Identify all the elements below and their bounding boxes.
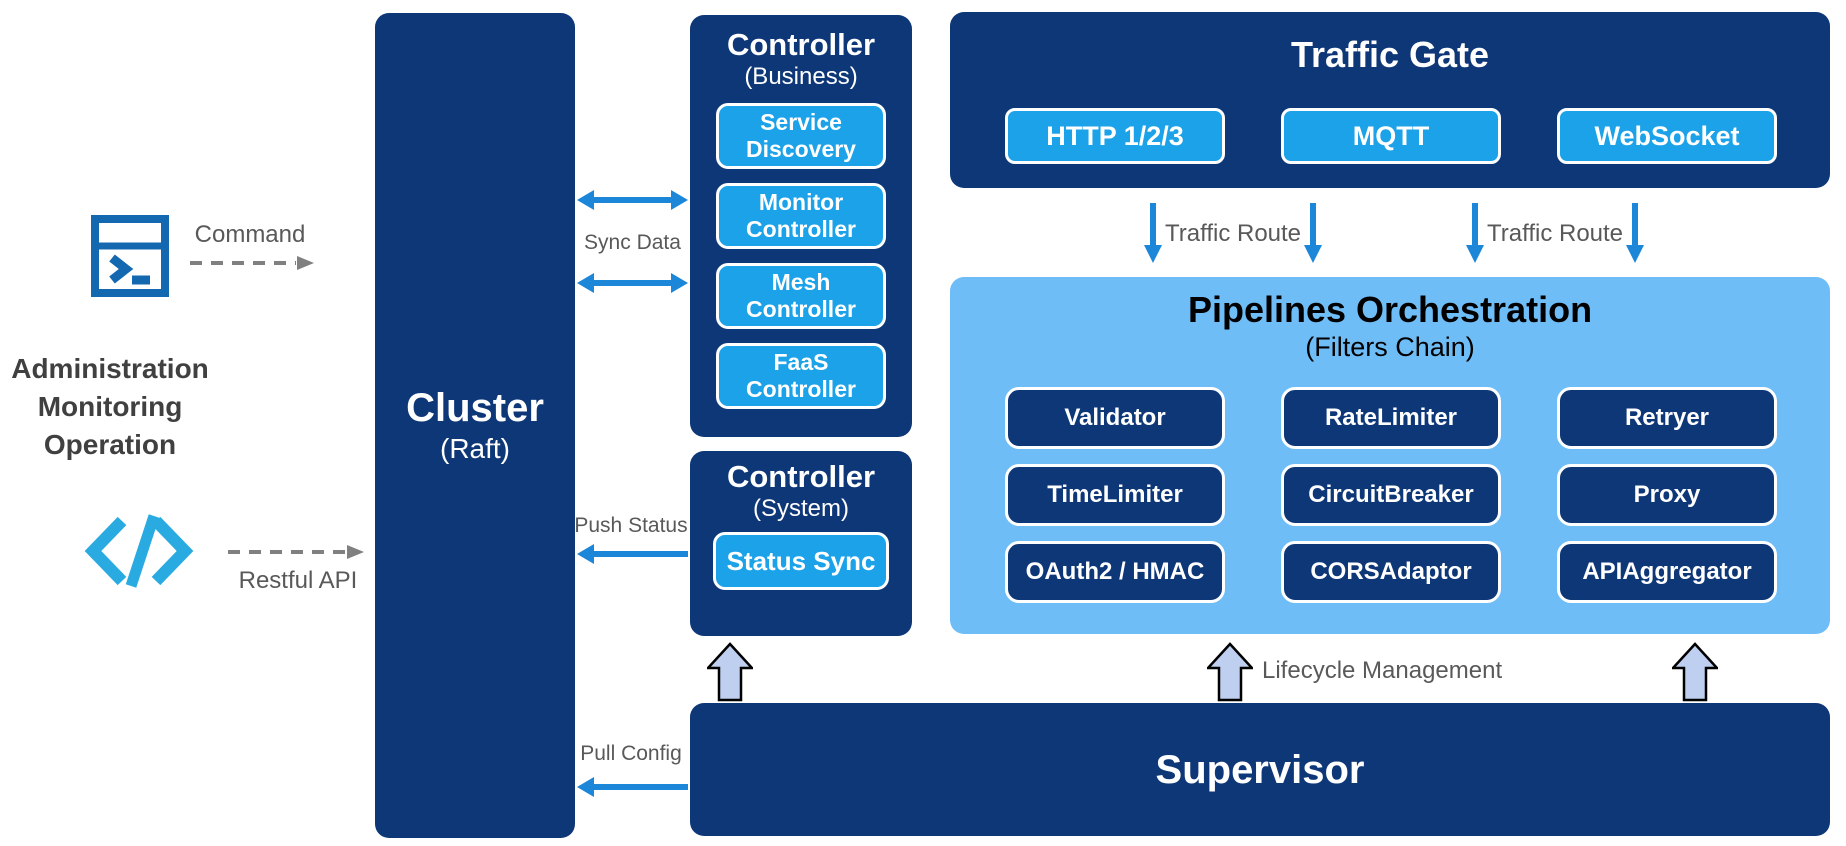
lifecycle-arrow-3 bbox=[1672, 642, 1718, 702]
filter-oauth2-hmac: OAuth2 / HMAC bbox=[1005, 541, 1225, 603]
push-status-label: Push Status bbox=[574, 514, 688, 537]
sync-data-arrow-top bbox=[577, 189, 688, 211]
cluster-title: Cluster bbox=[406, 385, 544, 430]
supervisor-box: Supervisor bbox=[690, 703, 1830, 836]
lifecycle-label: Lifecycle Management bbox=[1262, 657, 1503, 684]
admin-line-3: Operation bbox=[43, 429, 177, 460]
cluster-subtitle: (Raft) bbox=[440, 432, 510, 464]
mesh-controller-chip: Mesh Controller bbox=[716, 263, 886, 329]
filter-circuitbreaker: CircuitBreaker bbox=[1281, 464, 1501, 526]
supervisor-title: Supervisor bbox=[1155, 747, 1365, 792]
filter-proxy: Proxy bbox=[1557, 464, 1777, 526]
cluster-box: Cluster (Raft) bbox=[375, 13, 575, 838]
push-status-arrow bbox=[577, 543, 688, 565]
controller-system-subtitle: (System) bbox=[753, 495, 849, 522]
pipelines-title: Pipelines Orchestration bbox=[1187, 289, 1593, 330]
sync-data-label: Sync Data bbox=[584, 231, 681, 254]
sync-data-arrow-bottom bbox=[577, 272, 688, 294]
filter-timelimiter: TimeLimiter bbox=[1005, 464, 1225, 526]
terminal-icon bbox=[90, 214, 170, 298]
traffic-gate-box: Traffic Gate HTTP 1/2/3 MQTT WebSocket bbox=[950, 12, 1830, 188]
lifecycle-arrow-1 bbox=[707, 642, 753, 702]
controller-business-title: Controller bbox=[726, 27, 876, 62]
controller-system-box: Controller (System) Status Sync bbox=[690, 451, 912, 636]
filter-corsadaptor: CORSAdaptor bbox=[1281, 541, 1501, 603]
traffic-route-label-right: Traffic Route bbox=[1486, 220, 1624, 247]
traffic-route-arrow-4 bbox=[1625, 203, 1645, 263]
filter-ratelimiter: RateLimiter bbox=[1281, 387, 1501, 449]
filter-retryer: Retryer bbox=[1557, 387, 1777, 449]
controller-system-title: Controller bbox=[726, 459, 876, 494]
filter-apiaggregator: APIAggregator bbox=[1557, 541, 1777, 603]
command-label: Command bbox=[194, 221, 306, 248]
restful-api-label: Restful API bbox=[238, 567, 358, 594]
admin-line-1: Administration bbox=[11, 353, 209, 384]
service-discovery-chip: Service Discovery bbox=[716, 103, 886, 169]
protocol-http-chip: HTTP 1/2/3 bbox=[1005, 108, 1225, 164]
faas-controller-chip: FaaS Controller bbox=[716, 343, 886, 409]
pipelines-box: Pipelines Orchestration (Filters Chain) … bbox=[950, 277, 1830, 634]
controller-business-subtitle: (Business) bbox=[744, 63, 858, 90]
restful-api-arrow bbox=[228, 544, 366, 560]
code-icon bbox=[80, 512, 198, 590]
protocol-mqtt-chip: MQTT bbox=[1281, 108, 1501, 164]
traffic-route-arrow-2 bbox=[1303, 203, 1323, 263]
monitor-controller-chip: Monitor Controller bbox=[716, 183, 886, 249]
command-arrow bbox=[190, 255, 316, 271]
protocol-websocket-chip: WebSocket bbox=[1557, 108, 1777, 164]
filter-validator: Validator bbox=[1005, 387, 1225, 449]
pull-config-label: Pull Config bbox=[580, 742, 682, 765]
pipelines-subtitle: (Filters Chain) bbox=[1305, 332, 1475, 362]
admin-line-2: Monitoring bbox=[37, 391, 183, 422]
admin-monitoring-operation-label: Administration Monitoring Operation bbox=[5, 350, 215, 464]
traffic-gate-title: Traffic Gate bbox=[1290, 34, 1490, 75]
lifecycle-arrow-2 bbox=[1207, 642, 1253, 702]
controller-business-box: Controller (Business) Service Discovery … bbox=[690, 15, 912, 437]
traffic-route-arrow-1 bbox=[1143, 203, 1163, 263]
traffic-route-label-left: Traffic Route bbox=[1164, 220, 1302, 247]
traffic-route-arrow-3 bbox=[1465, 203, 1485, 263]
status-sync-chip: Status Sync bbox=[713, 532, 889, 590]
pull-config-arrow bbox=[577, 776, 688, 798]
